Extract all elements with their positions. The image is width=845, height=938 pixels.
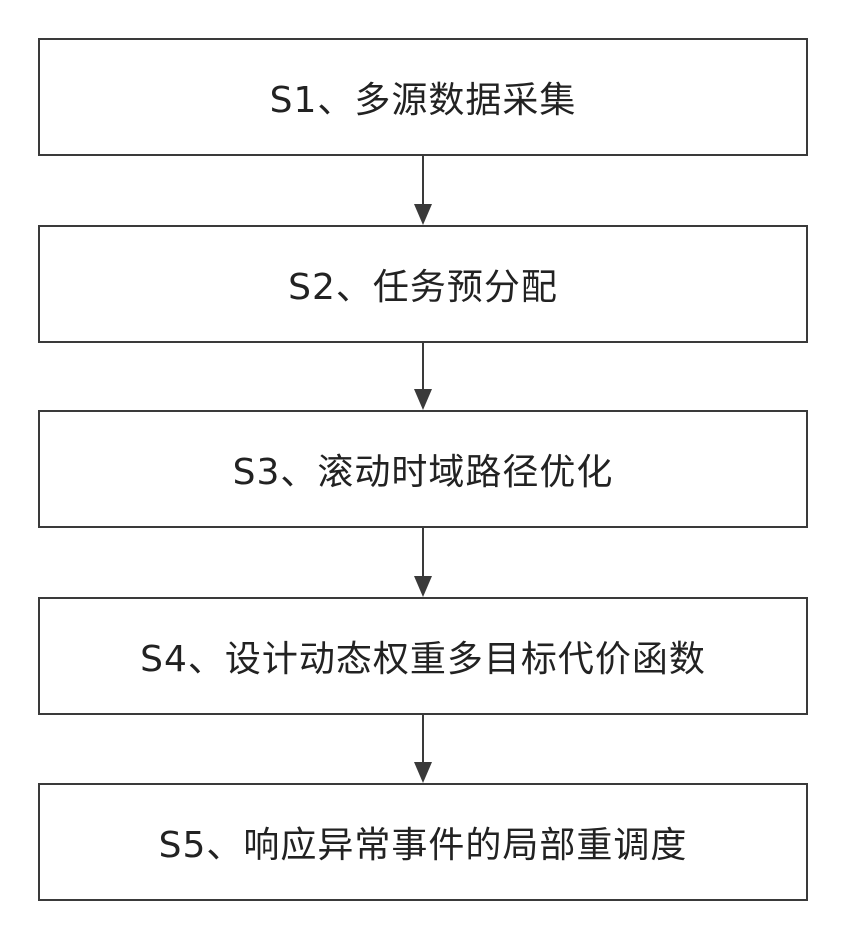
step-box-s3: S3、滚动时域路径优化 [38, 410, 808, 528]
step-box-s1: S1、多源数据采集 [38, 38, 808, 156]
step-label-s5: S5、响应异常事件的局部重调度 [159, 816, 688, 868]
arrow-s4-s5 [414, 715, 432, 783]
arrow-s3-s4 [414, 528, 432, 597]
step-label-s3: S3、滚动时域路径优化 [233, 443, 614, 495]
step-box-s2: S2、任务预分配 [38, 225, 808, 343]
arrow-s2-s3 [414, 343, 432, 410]
step-label-s4: S4、设计动态权重多目标代价函数 [140, 630, 706, 682]
step-label-s1: S1、多源数据采集 [270, 71, 577, 123]
arrow-s1-s2 [414, 156, 432, 225]
step-label-s2: S2、任务预分配 [288, 258, 558, 310]
step-box-s5: S5、响应异常事件的局部重调度 [38, 783, 808, 901]
step-box-s4: S4、设计动态权重多目标代价函数 [38, 597, 808, 715]
